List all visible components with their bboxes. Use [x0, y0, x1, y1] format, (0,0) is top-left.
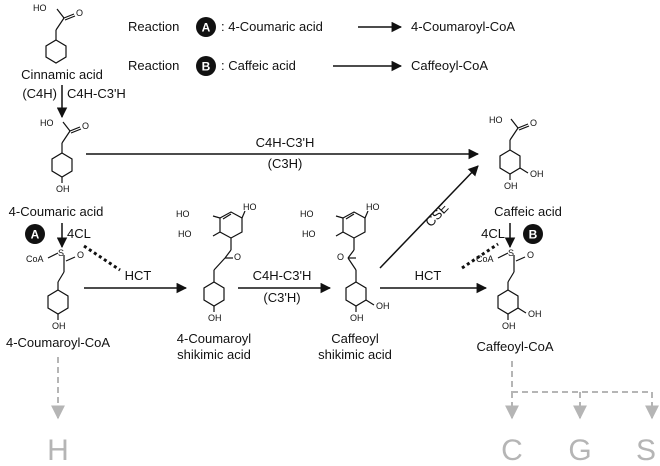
coumaroyl-coa-s-label: S [58, 248, 64, 258]
badge-b-letter: B [529, 228, 538, 242]
coumaric-acid-structure [51, 121, 82, 183]
c4h-c3h-enzyme-label-left: C4H-C3'H [67, 86, 126, 101]
caffeoyl-shikimic-ho3-label: HO [302, 229, 316, 239]
lignin-flow [51, 357, 659, 420]
cse-label: CSE [422, 200, 452, 230]
caffeic-acid-name: Caffeic acid [494, 204, 562, 219]
coumaroyl-shikimic-ho2-label: HO [176, 209, 190, 219]
legend-reaction-b-word: Reaction [128, 58, 179, 73]
caffeoyl-shikimic-oh2-label: OH [376, 301, 390, 311]
legend-a-text: : 4-Coumaric acid [221, 19, 323, 34]
caffeic-acid-structure [499, 118, 530, 180]
badge-a-legend [196, 17, 216, 37]
caffeoyl-coa-s-label: S [508, 248, 514, 258]
cinnamic-acid-structure [45, 8, 76, 64]
caffeoyl-coa-oh-label: OH [502, 321, 516, 331]
coumaroyl-shikimic-structure [203, 210, 246, 312]
top-c3h-sub-label: (C3H) [268, 156, 303, 171]
c4h-enzyme-label: (C4H) [22, 86, 57, 101]
cinnamic-acid-name: Cinnamic acid [21, 67, 103, 82]
hct-2-label: HCT [415, 268, 442, 283]
caffeoyl-shikimic-structure [335, 210, 375, 312]
lignin-unit-c: C [501, 434, 523, 466]
fourcl-b-label: 4CL [481, 226, 505, 241]
badge-b-legend [196, 56, 216, 76]
badge-b-legend-letter: B [202, 60, 211, 74]
cinnamic-o-label: O [76, 8, 83, 18]
caffeoyl-shikimic-o-label: O [337, 252, 344, 262]
caffeoyl-shikimic-name-2: shikimic acid [318, 347, 392, 362]
fourcl-b-inhibition-line [461, 242, 499, 270]
hct-1-label: HCT [125, 268, 152, 283]
coumaroyl-shikimic-name-1: 4-Coumaroyl [177, 331, 252, 346]
caffeic-ho-label: HO [489, 115, 503, 125]
coumaroyl-shikimic-oh-label: OH [208, 313, 222, 323]
coumaroyl-shikimic-ho-label: HO [243, 202, 257, 212]
caffeoyl-coa-o-label: O [527, 250, 534, 260]
coumaroyl-coa-o-label: O [77, 250, 84, 260]
lignin-unit-h: H [47, 434, 69, 466]
lignin-unit-g: G [568, 434, 591, 466]
caffeoyl-shikimic-name-1: Caffeoyl [331, 331, 379, 346]
badge-b [523, 224, 543, 244]
coumaroyl-shikimic-ho3-label: HO [178, 229, 192, 239]
legend-reaction-a-word: Reaction [128, 19, 179, 34]
legend-a-product: 4-Coumaroyl-CoA [411, 19, 515, 34]
cinnamic-ho-label: HO [33, 3, 47, 13]
caffeic-oh-label: OH [504, 181, 518, 191]
legend-b-text: : Caffeic acid [221, 58, 296, 73]
caffeoyl-shikimic-ho2-label: HO [300, 209, 314, 219]
mid-c3h-sub-label: (C3'H) [263, 290, 300, 305]
coumaroyl-shikimic-name-2: shikimic acid [177, 347, 251, 362]
coumaroyl-shikimic-o-label: O [234, 252, 241, 262]
fourcl-a-label: 4CL [67, 226, 91, 241]
caffeoyl-coa-coa-label: CoA [476, 254, 494, 264]
legend: Reaction A : 4-Coumaric acid 4-Coumaroyl… [128, 17, 515, 76]
coumaroyl-coa-structure [47, 252, 76, 320]
coumaroyl-coa-coa-label: CoA [26, 254, 44, 264]
badge-a-legend-letter: A [202, 21, 211, 35]
lignin-unit-s: S [636, 434, 656, 466]
legend-b-product: Caffeoyl-CoA [411, 58, 488, 73]
coumaric-oh-label: OH [56, 184, 70, 194]
caffeoyl-shikimic-ho-label: HO [366, 202, 380, 212]
caffeic-oh2-label: OH [530, 169, 544, 179]
badge-a [25, 224, 45, 244]
cse-arrow [379, 165, 479, 269]
caffeoyl-coa-structure [497, 252, 527, 320]
caffeoyl-coa-oh2-label: OH [528, 309, 542, 319]
caffeic-o-label: O [530, 118, 537, 128]
badge-a-letter: A [31, 228, 40, 242]
coumaric-acid-name: 4-Coumaric acid [9, 204, 104, 219]
coumaric-o-label: O [82, 121, 89, 131]
fourcl-a-inhibition-line [83, 244, 121, 272]
coumaric-ho-label: HO [40, 118, 54, 128]
top-c3h-main-label: C4H-C3'H [256, 135, 315, 150]
caffeoyl-coa-name: Caffeoyl-CoA [476, 339, 553, 354]
coumaroyl-coa-oh-label: OH [52, 321, 66, 331]
coumaroyl-coa-name: 4-Coumaroyl-CoA [6, 335, 110, 350]
mid-c3h-main-label: C4H-C3'H [253, 268, 312, 283]
caffeoyl-shikimic-oh-label: OH [350, 313, 364, 323]
